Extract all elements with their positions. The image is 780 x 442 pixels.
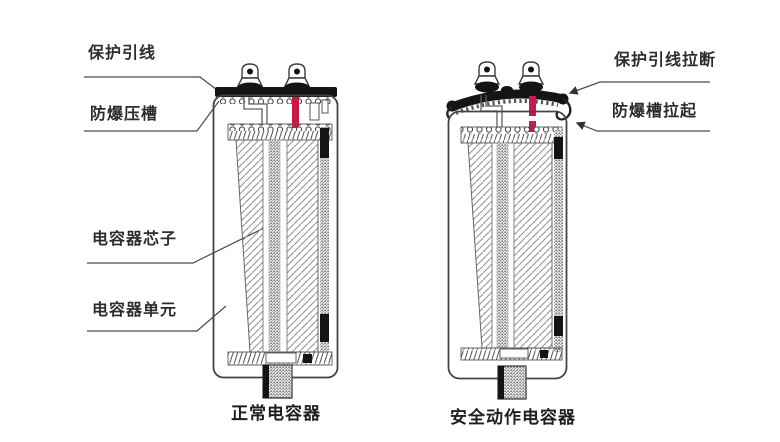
leader-groove-lifted [575, 121, 710, 132]
leader-core [87, 226, 267, 264]
terminal-bushing-icon [473, 61, 545, 85]
leader-lead-broken [568, 81, 710, 95]
normal-capacitor-drawing [212, 63, 339, 399]
edge-strip [320, 127, 329, 352]
label-groove-lifted: 防爆槽拉起 [612, 103, 698, 120]
protection-lead-wire [243, 97, 268, 124]
protection-element-red-bar [292, 97, 299, 128]
leader-protect-lead [84, 76, 222, 94]
terminal-pin-dot [247, 68, 253, 75]
element-connection-band [460, 126, 563, 144]
leader-unit [87, 305, 227, 332]
leader-lines [84, 76, 710, 332]
vent-part [309, 102, 320, 121]
bottom-tab-black-edge [263, 365, 269, 398]
protection-element-broken-red [529, 96, 536, 132]
lid-edge-blob [312, 88, 322, 96]
lid-crimp-row [455, 98, 559, 115]
lid-center-blob [501, 86, 513, 94]
element-connection-band [227, 123, 333, 141]
lifted-lid [447, 89, 568, 112]
caption-safety-capacitor: 安全动作电容器 [450, 408, 576, 427]
vent-part [321, 99, 329, 114]
label-core: 电容器芯子 [92, 231, 178, 248]
terminal-pin-dot [294, 68, 300, 75]
label-protect-lead: 保护引线 [88, 45, 157, 62]
edge-strip-black-top [320, 128, 329, 158]
lid-center-blob [266, 88, 278, 96]
vent-groove-crimp-row [220, 97, 334, 104]
label-vent-groove: 防爆压槽 [90, 106, 159, 123]
safety-capacitor-drawing [446, 61, 572, 400]
terminal-pin-dot [484, 66, 490, 73]
caption-normal-capacitor: 正常电容器 [231, 404, 321, 423]
bottom-connection-band [227, 351, 333, 366]
lid-left-curl [446, 105, 453, 119]
edge-strip-black-bottom [554, 316, 563, 336]
bottom-connection-band [460, 347, 563, 361]
terminal-pin-dot [528, 66, 534, 73]
label-lead-broken: 保护引线拉断 [614, 52, 717, 69]
core-center-stipple-strip [268, 139, 281, 353]
core-center-stipple-strip [496, 142, 509, 349]
bottom-tab-black-edge [498, 366, 504, 399]
leader-vent-groove [84, 100, 220, 132]
edge-strip [554, 130, 563, 352]
edge-strip-black-top [554, 137, 563, 159]
label-unit: 电容器单元 [92, 302, 178, 319]
edge-strip-black-bottom [320, 314, 329, 342]
terminal-cap [475, 81, 499, 93]
